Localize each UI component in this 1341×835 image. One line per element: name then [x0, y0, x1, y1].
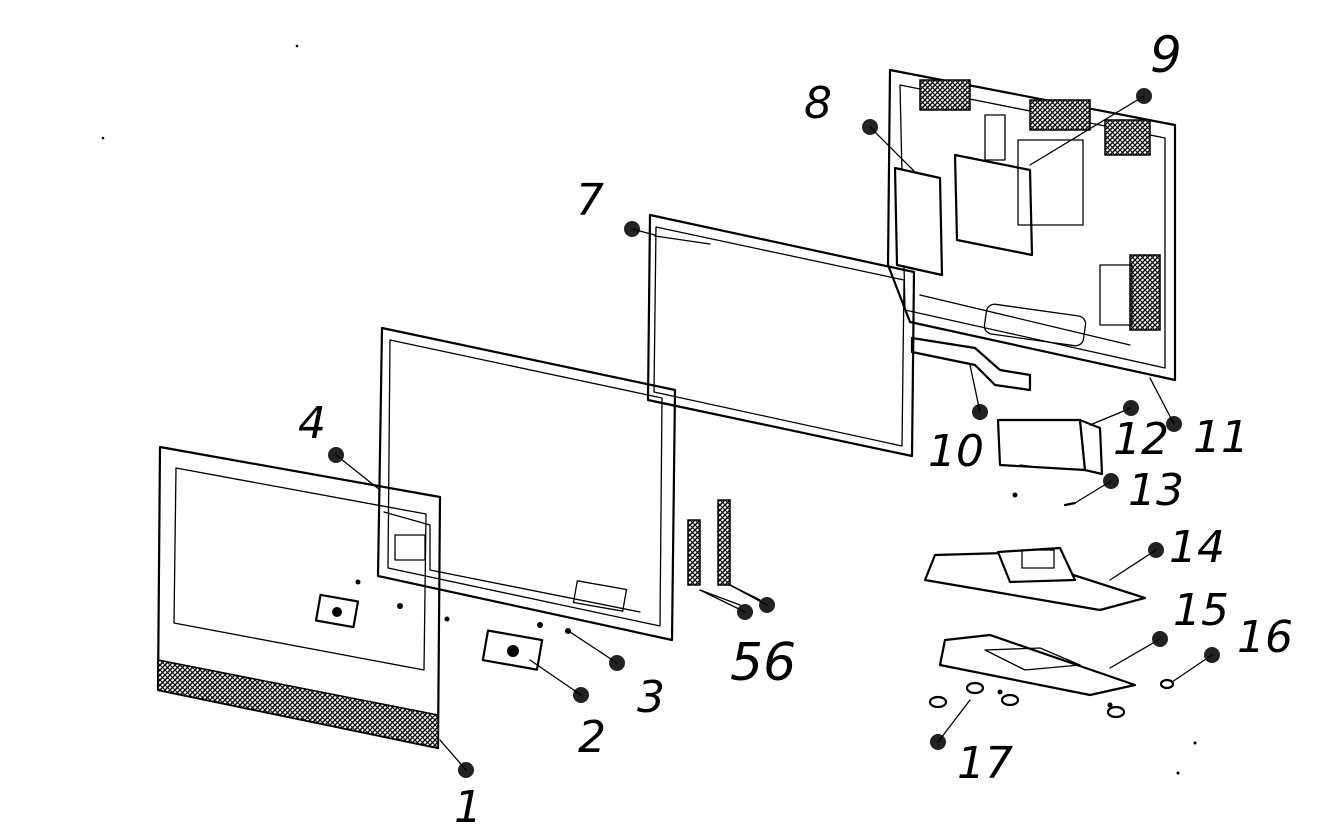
part-stand-base — [923, 546, 1147, 612]
callout-labels: 1 2 3 4 56 7 8 9 10 11 12 13 14 15 16 17 — [298, 26, 1293, 833]
callout-10: 10 — [928, 426, 984, 477]
part-base-plate — [938, 633, 1137, 697]
callout-16: 16 — [1237, 612, 1293, 663]
callout-7: 7 — [576, 175, 604, 226]
callout-14: 14 — [1169, 522, 1225, 573]
callout-1: 1 — [454, 782, 482, 833]
part-screw-16 — [1159, 678, 1175, 690]
part-screw-13 — [1012, 492, 1077, 507]
callout-56: 56 — [730, 633, 796, 693]
callout-11: 11 — [1193, 412, 1249, 463]
callout-12: 12 — [1113, 414, 1169, 465]
part-speaker — [481, 629, 544, 671]
callout-8: 8 — [804, 78, 832, 129]
part-lcd-panel — [646, 213, 916, 458]
callout-13: 13 — [1128, 465, 1184, 516]
callout-17: 17 — [957, 738, 1013, 789]
callout-15: 15 — [1173, 585, 1229, 636]
callout-2: 2 — [578, 712, 606, 763]
callout-4: 4 — [298, 398, 326, 449]
part-rear-cover — [886, 68, 1177, 382]
callout-3: 3 — [637, 672, 665, 723]
part-bracket-strip — [910, 336, 1032, 392]
scan-specks — [101, 44, 1197, 775]
leader-lines — [335, 95, 1213, 771]
part-cables — [687, 499, 761, 606]
part-stand-neck — [996, 418, 1104, 476]
callout-9: 9 — [1150, 26, 1182, 84]
part-feet-17 — [928, 681, 1126, 719]
part-small-screws — [444, 616, 571, 634]
part-front-bezel — [156, 445, 442, 750]
part-middle-frame — [376, 326, 677, 642]
